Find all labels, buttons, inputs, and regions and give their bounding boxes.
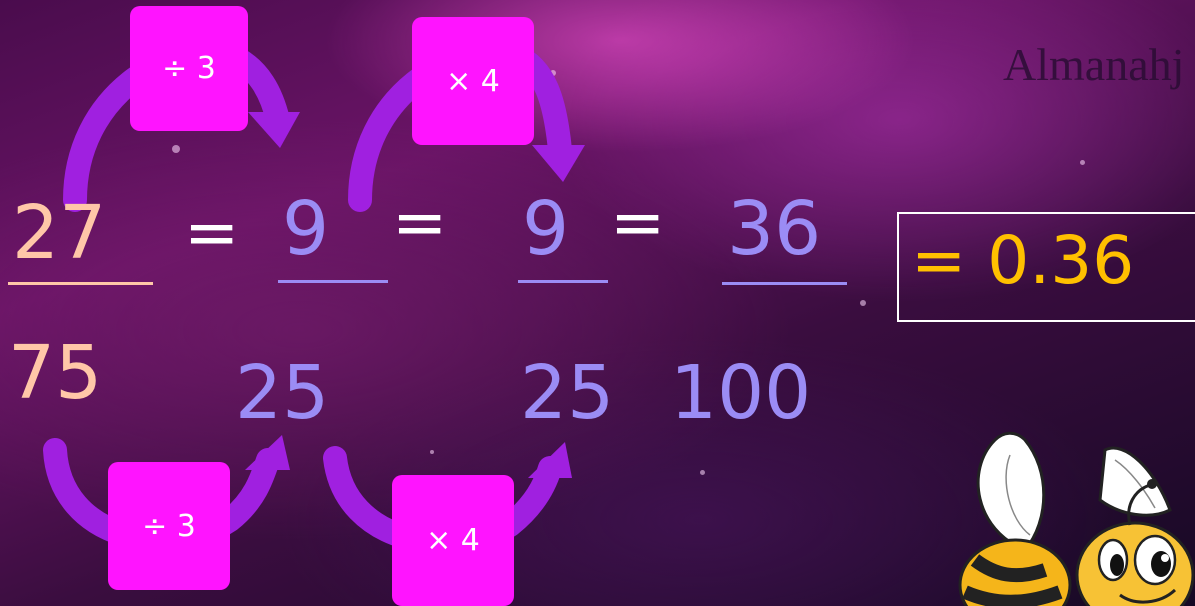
multiply-by-4-bottom-label: × 4	[392, 475, 514, 606]
fraction-2-numerator: 9	[282, 186, 330, 272]
operation-text: × 4	[426, 523, 480, 558]
equals-sign: =	[184, 194, 240, 271]
fraction-3-denominator: 25	[520, 350, 615, 436]
operation-text: ÷ 3	[142, 508, 196, 544]
fraction-4-bar	[722, 282, 847, 285]
fraction-4-numerator: 36	[727, 186, 822, 272]
fraction-2-bar	[278, 280, 388, 283]
multiply-by-4-top-label: × 4	[412, 17, 534, 145]
fraction-4-denominator: 100	[670, 350, 812, 436]
divide-by-3-top-label: ÷ 3	[130, 6, 248, 131]
sparkle	[860, 300, 866, 306]
equals-sign: =	[610, 184, 666, 261]
operation-text: × 4	[446, 63, 500, 99]
fraction-1-bar	[8, 282, 153, 285]
decimal-result: = 0.36	[911, 222, 1135, 299]
fraction-3-numerator: 9	[522, 186, 570, 272]
decimal-result-box: = 0.36	[897, 212, 1195, 322]
divide-by-3-bottom-label: ÷ 3	[108, 462, 230, 590]
sparkle	[1080, 160, 1085, 165]
fraction-1-denominator: 75	[8, 330, 103, 416]
fraction-2-denominator: 25	[235, 350, 330, 436]
operation-text: ÷ 3	[162, 51, 216, 86]
watermark-text: Almanahj	[1003, 39, 1185, 90]
sparkle	[700, 470, 705, 475]
sparkle	[172, 145, 180, 153]
sparkle	[430, 450, 434, 454]
fraction-1-numerator: 27	[12, 190, 107, 276]
bee-mascot-icon	[958, 431, 1195, 606]
equals-sign: =	[392, 184, 448, 261]
fraction-3-bar	[518, 280, 608, 283]
sparkle	[550, 70, 556, 76]
